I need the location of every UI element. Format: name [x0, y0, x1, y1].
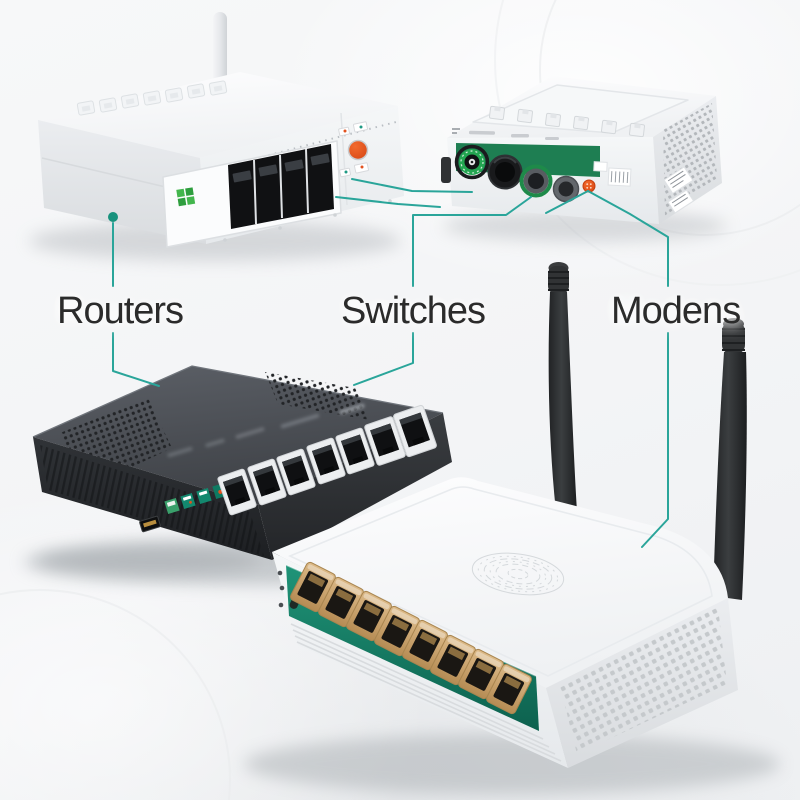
- side-rib-texture: [40, 445, 264, 556]
- front-screws: [223, 199, 392, 242]
- router-side-face: [38, 120, 206, 244]
- line-modem-to-switches-label: [412, 196, 532, 287]
- label-switches: Switches: [341, 290, 486, 332]
- vent-grille: [560, 607, 727, 754]
- line-router-to-modem-upper: [351, 178, 473, 193]
- stickers: [593, 161, 695, 214]
- mini-labels: [338, 121, 369, 178]
- vent-grille-right: [265, 372, 370, 420]
- line-switches-label-to-switch: [353, 332, 414, 386]
- switch-ethernet-ports: [217, 404, 437, 516]
- edge-connector: [441, 157, 451, 183]
- antenna-right: [713, 318, 747, 600]
- etched-text-marks: [167, 403, 365, 458]
- router-top-face: [38, 72, 398, 158]
- label-routers: Routers: [57, 290, 184, 332]
- led-indicators: [277, 570, 285, 608]
- connector-dot: [108, 212, 118, 222]
- round-connector-black: [487, 154, 523, 190]
- reset-button-orange: [582, 179, 596, 193]
- antenna-left: [548, 262, 577, 512]
- round-connector-gray: [519, 164, 553, 198]
- network-switch: [32, 365, 452, 560]
- front-ribs: [290, 623, 562, 762]
- front-slots: [452, 128, 559, 140]
- router-ethernet-ports: [290, 561, 532, 715]
- ethernet-ports: [232, 148, 330, 225]
- connector-lines: [108, 178, 669, 548]
- top-seam: [288, 486, 713, 677]
- router-top-embossing: [76, 80, 228, 116]
- usb-port: [139, 515, 161, 533]
- line-modems-label-to-router: [641, 332, 669, 548]
- wifi-router: [272, 262, 747, 768]
- modem: [441, 76, 722, 224]
- coax-connector-green: [454, 144, 490, 180]
- brand-logo-green: [176, 187, 196, 207]
- line-modem-stub: [545, 190, 589, 214]
- label-modems: Modens: [611, 290, 741, 332]
- line-routers-label-to-switch: [112, 332, 160, 387]
- round-connector-gray-2: [552, 175, 580, 203]
- wps-button-orange: [347, 139, 369, 161]
- line-router-to-modem-lower: [335, 196, 441, 208]
- line-modem-to-modems-label: [587, 190, 669, 287]
- router-top-face: [272, 477, 728, 688]
- modem-top-embossing: [488, 105, 646, 138]
- wireless-router: [38, 12, 404, 248]
